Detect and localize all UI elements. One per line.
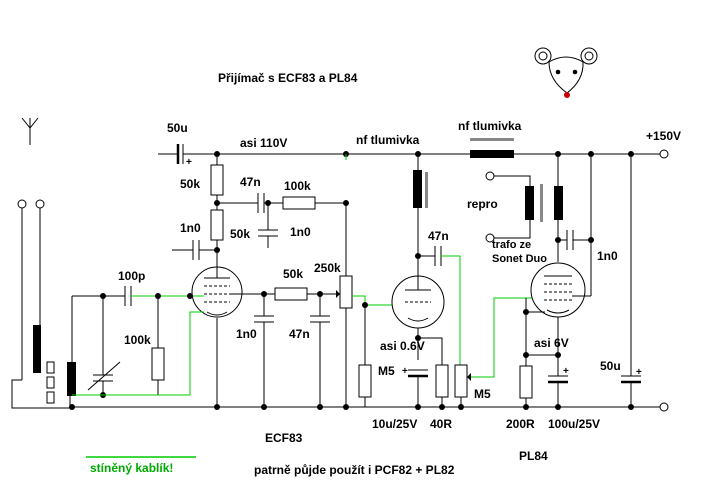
resistor-100k-b: [151, 347, 165, 381]
svg-text:repro: repro: [467, 197, 498, 211]
svg-text:10u/25V: 10u/25V: [372, 417, 417, 431]
tube-second-stage: [391, 275, 445, 329]
ground-terminal: [35, 199, 45, 209]
resistor-50k-c: [274, 287, 308, 301]
resistor-50k-a: [210, 164, 224, 196]
svg-text:50k: 50k: [180, 177, 200, 191]
svg-text:M5: M5: [474, 387, 491, 401]
svg-text:100u/25V: 100u/25V: [548, 417, 600, 431]
tuning-coil: [67, 362, 76, 396]
svg-text:trafo ze: trafo ze: [492, 239, 531, 251]
title: Přijímač s ECF83 a PL84: [218, 71, 358, 85]
resistor-100k-a: [282, 196, 316, 210]
svg-text:asi 0.6V: asi 0.6V: [380, 339, 425, 353]
svg-text:asi 110V: asi 110V: [240, 136, 287, 150]
svg-text:100k: 100k: [284, 179, 311, 193]
transformer-primary: [554, 186, 563, 220]
label-ecf83: ECF83: [265, 431, 303, 445]
svg-text:47n: 47n: [428, 229, 449, 243]
svg-text:200R: 200R: [506, 417, 535, 431]
supply-terminal: [659, 149, 669, 159]
shielded-label: stíněný kablík!: [90, 461, 173, 475]
svg-text:50u: 50u: [600, 359, 621, 373]
transformer-secondary: [525, 186, 534, 220]
svg-text:+: +: [563, 366, 569, 377]
label-pl84: PL84: [519, 449, 548, 463]
svg-text:47n: 47n: [289, 327, 310, 341]
svg-text:100p: 100p: [118, 269, 145, 283]
supply-label: +150V: [646, 129, 681, 143]
svg-text:Sonet Duo: Sonet Duo: [492, 253, 547, 265]
resistor-40r: [435, 364, 449, 398]
svg-text:1n0: 1n0: [597, 249, 618, 263]
svg-text:nf tlumivka: nf tlumivka: [458, 119, 522, 133]
svg-text:+: +: [636, 367, 642, 378]
svg-text:+: +: [186, 157, 192, 168]
resistor-200r: [519, 365, 533, 399]
svg-text:100k: 100k: [124, 333, 151, 347]
resistor-m5-a: [358, 364, 372, 398]
tube-pl84: [530, 262, 586, 318]
potentiometer-m5: [454, 364, 468, 398]
svg-text:50k: 50k: [230, 227, 250, 241]
antenna-terminal: [17, 199, 27, 209]
choke-2: [470, 150, 514, 158]
svg-text:250k: 250k: [314, 261, 341, 275]
resistor-50k-b: [210, 209, 224, 241]
potentiometer-250k: [339, 275, 353, 309]
svg-text:50k: 50k: [283, 267, 303, 281]
svg-text:1n0: 1n0: [290, 225, 311, 239]
svg-text:nf tlumivka: nf tlumivka: [356, 133, 420, 147]
speaker-terminal-1: [485, 171, 495, 181]
svg-text:1n0: 1n0: [236, 327, 257, 341]
mouse-logo: [534, 47, 598, 98]
svg-text:47n: 47n: [240, 175, 261, 189]
svg-text:M5: M5: [378, 364, 395, 378]
subtitle: patrně půjde použít i PCF82 + PL82: [254, 463, 455, 477]
svg-text:40R: 40R: [430, 417, 452, 431]
svg-text:asi 6V: asi 6V: [534, 336, 569, 350]
shielded-cable: [72, 311, 204, 396]
antenna-coil: [33, 325, 41, 373]
choke-1: [413, 170, 422, 208]
antenna-icon: [21, 117, 39, 145]
svg-text:50u: 50u: [167, 121, 188, 135]
svg-text:1n0: 1n0: [180, 221, 201, 235]
svg-text:+: +: [402, 366, 408, 377]
ground-output-terminal: [659, 402, 669, 412]
tube-ecf83: [191, 265, 243, 318]
